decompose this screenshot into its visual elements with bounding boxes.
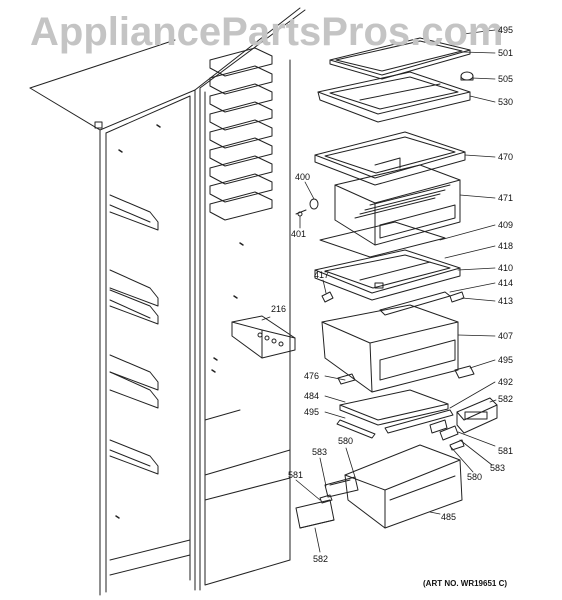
callout-583-right: 583 xyxy=(490,463,506,473)
frame-470 xyxy=(314,131,466,186)
callout-492: 492 xyxy=(498,377,514,387)
callout-530: 530 xyxy=(498,97,514,107)
callout-418: 418 xyxy=(498,241,514,251)
callout-581-right: 581 xyxy=(498,446,514,456)
drawer-parts-580-right xyxy=(429,419,448,434)
cover-410 xyxy=(314,249,461,301)
refrigerator-cabinet xyxy=(29,7,306,596)
drawer-parts-582-lower xyxy=(295,499,335,529)
callout-401: 401 xyxy=(291,229,307,239)
rail-417 xyxy=(321,291,334,303)
callout-495-lower: 495 xyxy=(304,407,320,417)
callout-410: 410 xyxy=(498,263,514,273)
callout-583-left: 583 xyxy=(312,447,328,457)
leader-lines xyxy=(261,29,497,553)
pan-484 xyxy=(339,389,449,426)
callout-417: 417 xyxy=(314,270,330,280)
callout-484: 484 xyxy=(304,391,320,401)
callout-470: 470 xyxy=(498,152,514,162)
drawer-parts-580-581-583-left xyxy=(319,476,359,504)
drawer-parts-581-583-right xyxy=(439,425,465,451)
callout-495: 495 xyxy=(498,25,514,35)
callout-409: 409 xyxy=(498,220,514,230)
callout-580-right: 580 xyxy=(467,472,483,482)
rail-492 xyxy=(384,409,454,434)
glass-409 xyxy=(319,221,446,258)
callout-400: 400 xyxy=(295,172,311,182)
callout-582-lower: 582 xyxy=(313,554,329,564)
drawer-471 xyxy=(334,164,461,246)
callout-581-left: 581 xyxy=(288,470,304,480)
humidity-control-400 xyxy=(295,198,319,217)
callout-476: 476 xyxy=(304,371,320,381)
watermark-text: AppliancePartsPros.com xyxy=(30,10,504,54)
art-number: (ART NO. WR19651 C) xyxy=(423,579,508,588)
drawer-407 xyxy=(321,304,459,393)
callout-580-left: 580 xyxy=(338,436,354,446)
door-bins-left xyxy=(109,194,159,475)
callout-582-upper: 582 xyxy=(498,394,514,404)
callout-413: 413 xyxy=(498,296,514,306)
egg-bin xyxy=(231,315,296,359)
callout-495-middle: 495 xyxy=(498,355,514,365)
callout-471: 471 xyxy=(498,193,514,203)
glass-shelf-501 xyxy=(329,37,471,80)
callout-407: 407 xyxy=(498,331,514,341)
slide-495-lower xyxy=(336,419,376,439)
callout-505: 505 xyxy=(498,74,514,84)
rail-413 xyxy=(449,291,465,303)
drawer-parts-582-upper xyxy=(456,397,498,434)
callout-485: 485 xyxy=(441,512,457,522)
bracket-505 xyxy=(460,71,474,81)
drawer-485 xyxy=(344,444,463,529)
slide-476 xyxy=(337,373,356,385)
callout-414: 414 xyxy=(498,278,514,288)
shelf-frame-530 xyxy=(317,71,471,123)
callout-216: 216 xyxy=(271,304,287,314)
cabinet-marks xyxy=(115,124,244,519)
freezer-shelf-stack xyxy=(209,47,273,221)
callout-501: 501 xyxy=(498,48,514,58)
slide-495-upper xyxy=(454,365,475,379)
